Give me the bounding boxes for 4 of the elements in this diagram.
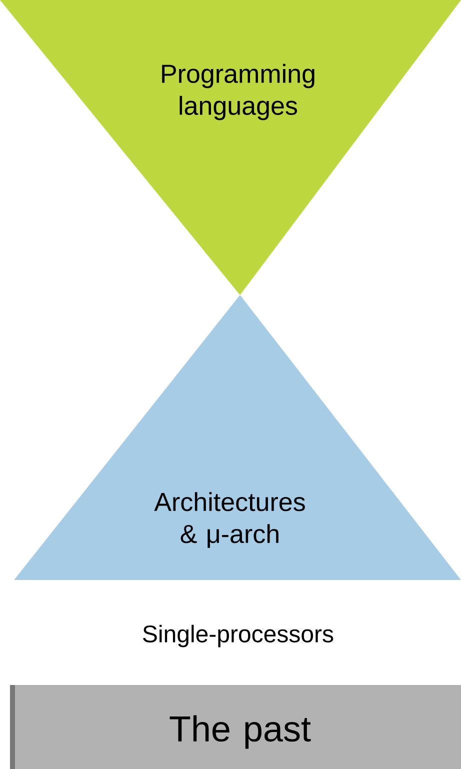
label-box: The past xyxy=(10,685,461,769)
caption-text: Single-processors xyxy=(143,624,334,648)
triangle: Architectures & μ-arch xyxy=(14,295,461,580)
inverted-triangle: Programming languages xyxy=(0,0,461,295)
